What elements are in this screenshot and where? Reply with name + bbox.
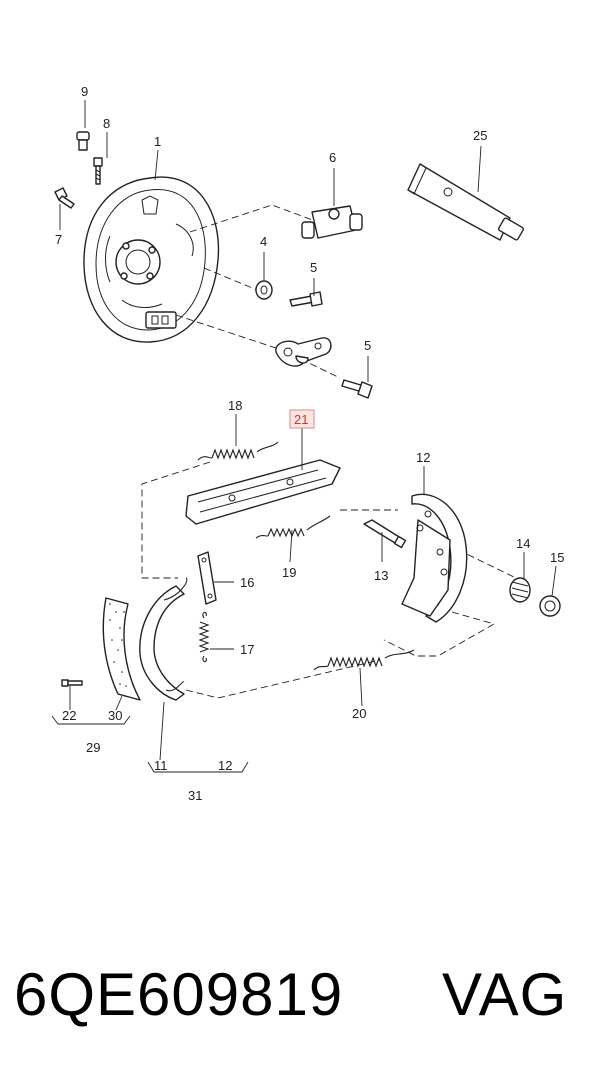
bolt-9: [76, 131, 90, 151]
highlight-box-21: [289, 409, 315, 429]
bracket-plate: [275, 337, 332, 367]
bolt-5-lower: [341, 379, 373, 399]
bolt-8: [93, 157, 103, 185]
label-5-lower: 5: [364, 338, 371, 353]
label-9: 9: [81, 84, 88, 99]
part-number: 6QE609819: [14, 961, 344, 1028]
label-16: 16: [240, 575, 254, 590]
brand-name: VAG: [442, 961, 568, 1028]
label-17: 17: [240, 642, 254, 657]
label-1: 1: [154, 134, 161, 149]
backing-plate: [83, 176, 220, 343]
label-8: 8: [103, 116, 110, 131]
wheel-cylinder: [301, 205, 363, 239]
pin-13: [363, 519, 407, 549]
spring-19: [255, 515, 331, 539]
spring-20: [313, 649, 415, 671]
label-13: 13: [374, 568, 388, 583]
cap-15: [539, 595, 561, 617]
label-20: 20: [352, 706, 366, 721]
spring-18: [197, 441, 279, 461]
brake-lining-30: [102, 597, 141, 701]
washer-4: [255, 280, 273, 300]
label-21: 21: [294, 412, 308, 427]
label-18: 18: [228, 398, 242, 413]
adjuster-lever-16: [197, 551, 217, 605]
label-12-shoe: 12: [416, 450, 430, 465]
label-22: 22: [62, 708, 76, 723]
label-31: 31: [188, 788, 202, 803]
label-29: 29: [86, 740, 100, 755]
exploded-parts-diagram: 9 8 1 7 6 25 4 5 5 18 21 12 14 15 13 16 …: [51, 84, 564, 803]
label-6: 6: [329, 150, 336, 165]
brake-shoe-11: [139, 577, 188, 701]
label-30: 30: [108, 708, 122, 723]
bolt-5-upper: [289, 291, 323, 307]
brake-shoe-12: [401, 493, 468, 623]
label-14: 14: [516, 536, 530, 551]
label-19: 19: [282, 565, 296, 580]
label-25: 25: [473, 128, 487, 143]
footer: 6QE609819 VAG: [0, 955, 600, 1055]
label-7: 7: [55, 232, 62, 247]
label-5-upper: 5: [310, 260, 317, 275]
rivet-22: [61, 679, 83, 687]
handbrake-lever: [185, 459, 341, 525]
bolt-7: [54, 187, 75, 209]
label-15: 15: [550, 550, 564, 565]
label-12-group: 12: [218, 758, 232, 773]
label-11: 11: [154, 758, 168, 773]
spring-17: [198, 611, 210, 663]
spring-14: [509, 577, 531, 603]
label-4: 4: [260, 234, 267, 249]
grease-tube: [407, 163, 524, 241]
